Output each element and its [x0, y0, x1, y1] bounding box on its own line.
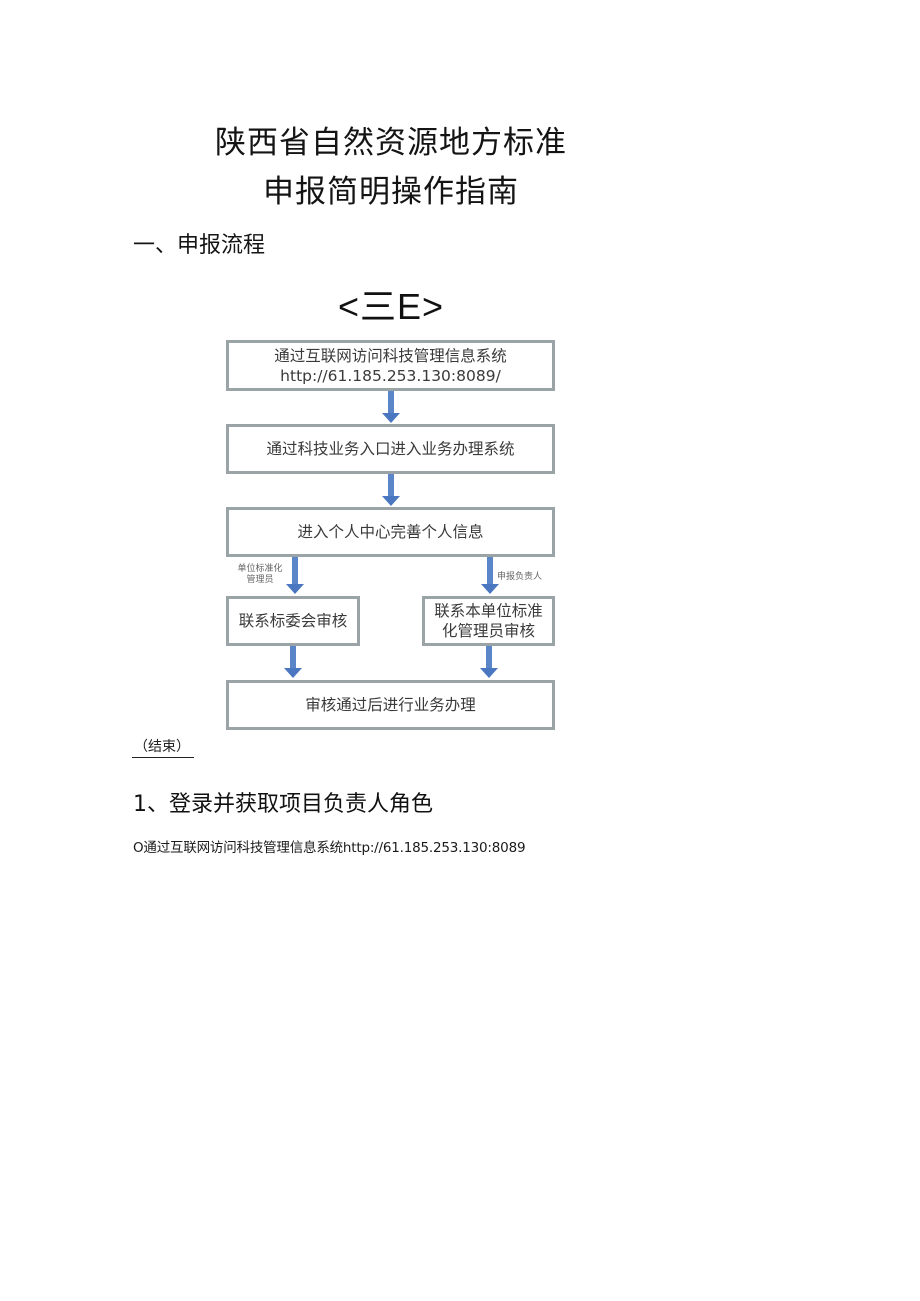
document-title-line-2: 申报简明操作指南: [263, 174, 519, 210]
end-label: （结束）: [132, 736, 194, 758]
flow-box-access-system-url: http://61.185.253.130:8089/: [280, 366, 501, 385]
flow-box-business-handling-text: 审核通过后进行业务办理: [305, 696, 476, 714]
edge-label-application-lead: 申报负责人: [497, 572, 543, 582]
section-heading-application-process: 一、申报流程: [133, 233, 266, 258]
edge-label-unit-standardization-admin: 单位标准化 管理员: [232, 564, 288, 586]
flow-box-business-handling: 审核通过后进行业务办理: [226, 680, 555, 730]
arrow-down-icon: [284, 646, 302, 679]
arrow-down-icon: [382, 474, 400, 507]
edge-label-line: 管理员: [246, 575, 274, 585]
flow-box-unit-admin-review-line2: 化管理员审核: [441, 622, 535, 640]
flow-box-unit-admin-review: 联系本单位标准 化管理员审核: [422, 596, 555, 646]
step-text-access-system: O通过互联网访问科技管理信息系统http://61.185.253.130:80…: [133, 840, 526, 856]
flow-box-complete-personal-info-text: 进入个人中心完善个人信息: [297, 523, 484, 541]
flow-box-complete-personal-info: 进入个人中心完善个人信息: [226, 507, 555, 557]
flow-box-unit-admin-review-line1: 联系本单位标准: [434, 602, 543, 620]
flow-box-enter-business-system-text: 通过科技业务入口进入业务办理系统: [266, 440, 515, 458]
flow-box-committee-review: 联系标委会审核: [226, 596, 360, 646]
edge-label-line: 单位标准化: [237, 564, 283, 574]
arrow-down-icon: [382, 391, 400, 424]
arrow-down-icon: [481, 557, 499, 595]
flow-box-access-system-text: 通过互联网访问科技管理信息系统: [274, 346, 507, 365]
flow-box-enter-business-system: 通过科技业务入口进入业务办理系统: [226, 424, 555, 474]
document-title-line-1: 陕西省自然资源地方标准: [215, 125, 567, 161]
flow-box-committee-review-text: 联系标委会审核: [238, 612, 348, 630]
figure-mark: <三E>: [338, 286, 445, 327]
arrow-down-icon: [286, 557, 304, 595]
flow-box-access-system: 通过互联网访问科技管理信息系统 http://61.185.253.130:80…: [226, 340, 555, 391]
step-heading-login: 1、登录并获取项目负责人角色: [133, 792, 433, 817]
arrow-down-icon: [480, 646, 498, 679]
